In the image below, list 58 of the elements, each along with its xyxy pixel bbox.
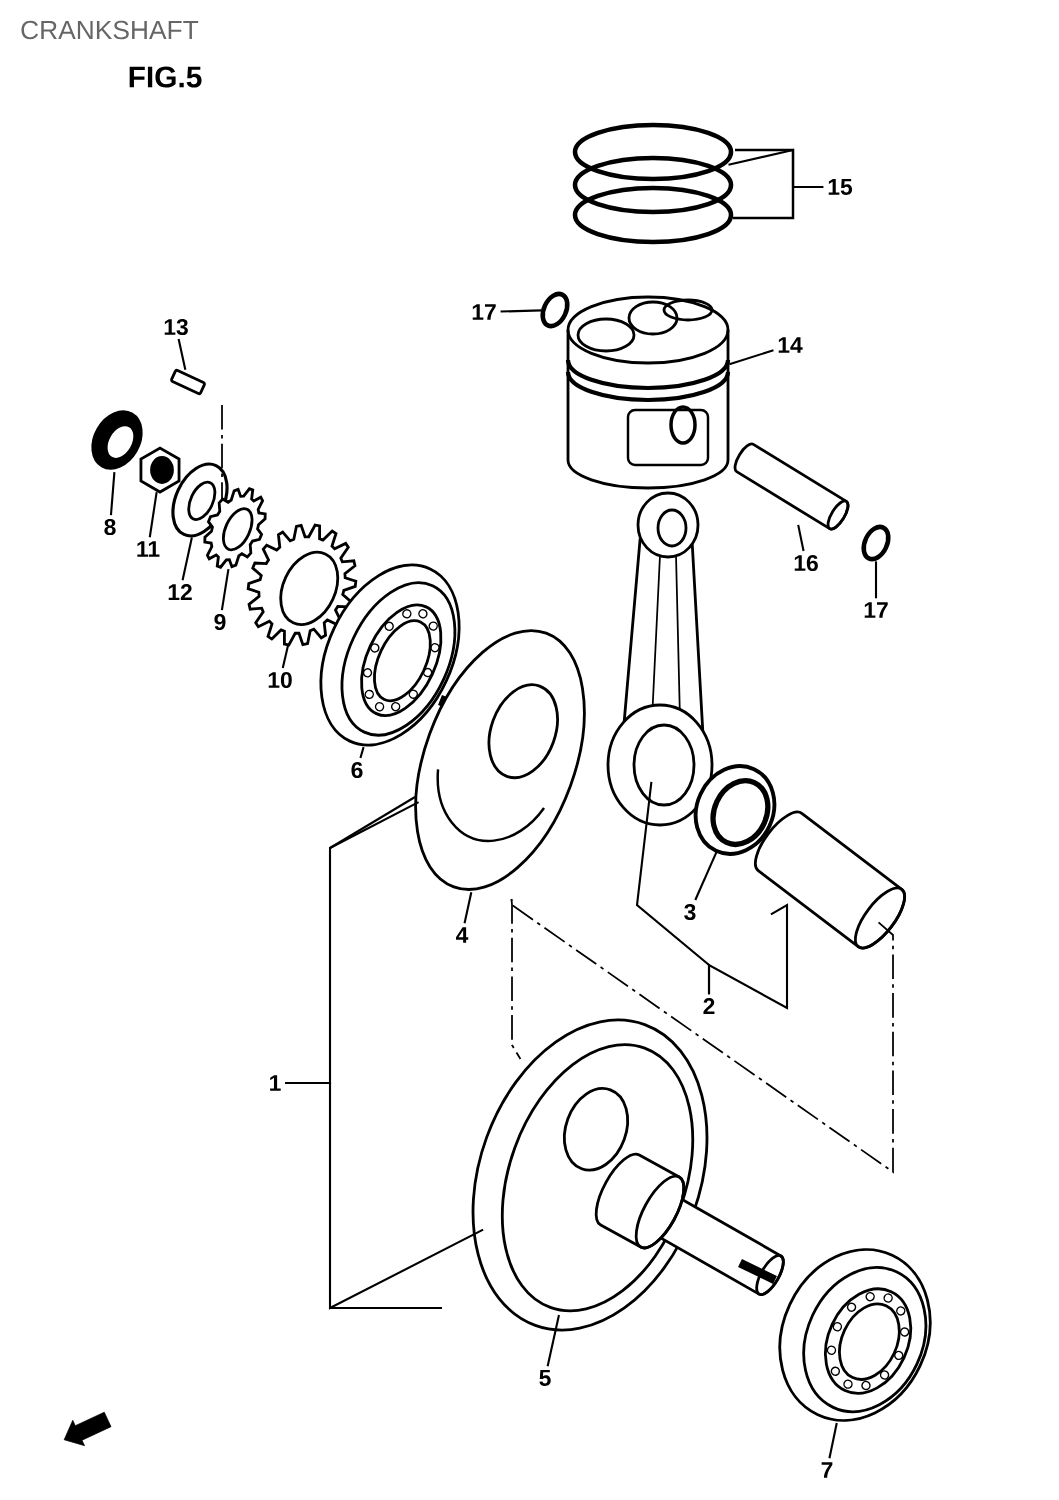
callout-number: 4	[456, 927, 469, 943]
leader-line	[148, 491, 158, 538]
leader-line	[285, 1081, 484, 1310]
leader-line	[510, 898, 522, 1060]
leader-line	[109, 472, 116, 516]
leader-line	[281, 644, 290, 669]
leader-line	[500, 309, 542, 313]
gear-drawing	[246, 523, 358, 647]
key-drawing	[170, 368, 206, 396]
callout-number: 10	[268, 671, 292, 689]
connecting-rod-drawing	[606, 491, 714, 827]
piston-drawing	[565, 295, 731, 490]
leader-line	[728, 148, 824, 189]
callout-number: 14	[778, 337, 803, 353]
leader-line	[874, 561, 878, 599]
bearing-drawing	[778, 1248, 932, 1422]
leader-line	[220, 569, 230, 611]
callout-number: 3	[684, 903, 696, 921]
leader-line	[797, 524, 805, 552]
callout-number: 9	[214, 613, 226, 631]
washer-drawing	[171, 462, 229, 538]
figure-label: FIG.5	[129, 66, 202, 88]
circlip-drawing	[540, 291, 570, 329]
leader-line	[694, 850, 718, 901]
piston-ring-drawing	[572, 122, 734, 245]
crank-pin-drawing	[754, 810, 906, 950]
leader-line	[181, 537, 193, 581]
oil-seal-drawing	[91, 410, 143, 470]
leader-line	[729, 349, 774, 366]
callout-number: 2	[703, 998, 715, 1014]
piston-pin-drawing	[733, 442, 850, 531]
callout-number: 1	[270, 1075, 281, 1091]
leader-line	[707, 903, 789, 1010]
callout-number: 12	[168, 584, 192, 600]
callout-number: 15	[828, 179, 853, 195]
callout-number: 11	[137, 541, 160, 557]
leader-line	[463, 891, 473, 924]
leader-line	[510, 898, 894, 1174]
bearing-drawing	[319, 563, 461, 747]
nut-drawing	[139, 446, 181, 494]
callout-number: 8	[104, 518, 116, 536]
callout-number: 16	[794, 554, 818, 572]
leader-line	[177, 338, 187, 371]
callout-number: 7	[821, 1462, 833, 1478]
leader-line	[828, 1422, 838, 1459]
leader-line	[546, 1314, 560, 1367]
callout-number: 13	[164, 318, 188, 336]
title: CRANKSHAFT	[21, 20, 199, 40]
needle-bearing-drawing	[693, 764, 777, 856]
gear-drawing	[203, 487, 267, 569]
callout-number: 6	[351, 761, 363, 779]
crank-web-drawing	[414, 629, 586, 891]
callout-number: 17	[472, 304, 496, 320]
callout-number: 5	[539, 1370, 551, 1386]
circlip-drawing	[861, 524, 891, 562]
leader-line	[359, 746, 365, 759]
crank-web-drawing	[471, 1018, 785, 1332]
callout-number: 17	[864, 602, 888, 618]
